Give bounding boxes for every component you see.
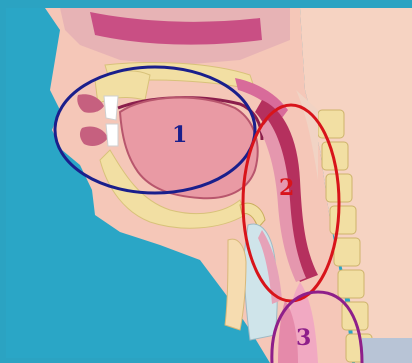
region-3-label: 3	[296, 325, 311, 351]
corner-patch	[362, 338, 412, 363]
thyroid-cartilage	[225, 239, 246, 330]
lower-teeth	[106, 124, 118, 146]
region-2-label: 2	[279, 175, 294, 201]
upper-teeth	[104, 96, 118, 120]
region-1-label: 1	[172, 122, 187, 148]
